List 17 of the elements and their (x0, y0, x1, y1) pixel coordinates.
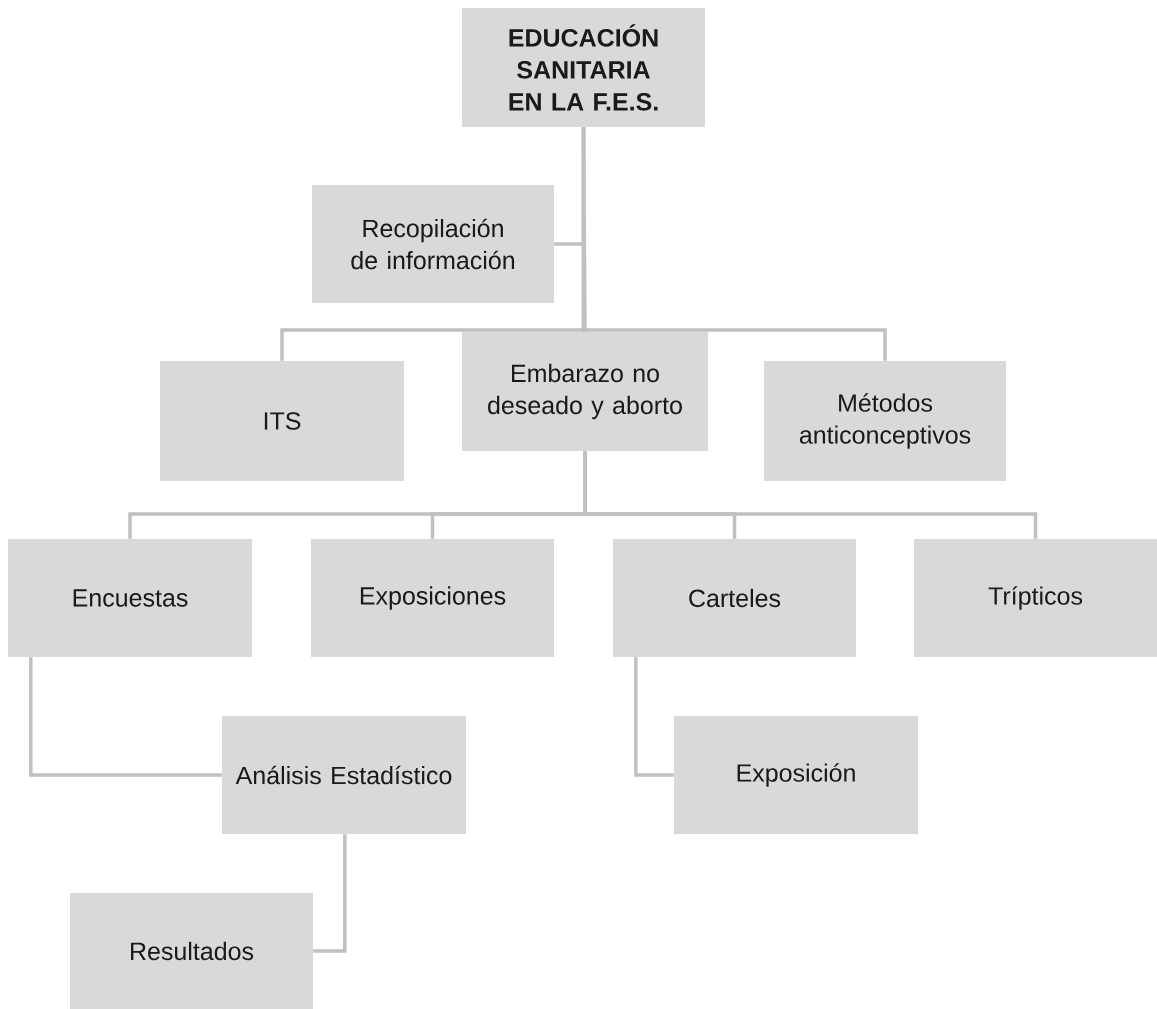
topic-box: Encuestas (8, 539, 252, 657)
topic-box: Trípticos (914, 539, 1157, 657)
topic-box: Carteles (613, 539, 856, 657)
connector-line (313, 834, 347, 953)
title-box: EDUCACIÓN SANITARIA EN LA F.E.S. (462, 8, 705, 127)
topic-box: Métodos anticonceptivos (764, 361, 1006, 481)
connector-line (29, 657, 222, 777)
topic-box: Resultados (70, 893, 313, 1009)
connector-line (634, 657, 674, 777)
connector-line (581, 127, 887, 361)
topic-box: Análisis Estadístico (222, 716, 466, 834)
topic-box: Embarazo no deseado y aborto (462, 332, 708, 451)
topic-box: Exposiciones (311, 539, 554, 657)
topic-box: ITS (160, 361, 404, 481)
connector-line (583, 451, 1038, 539)
topic-box: Recopilación de información (312, 185, 554, 303)
topic-box: Exposición (674, 716, 918, 834)
